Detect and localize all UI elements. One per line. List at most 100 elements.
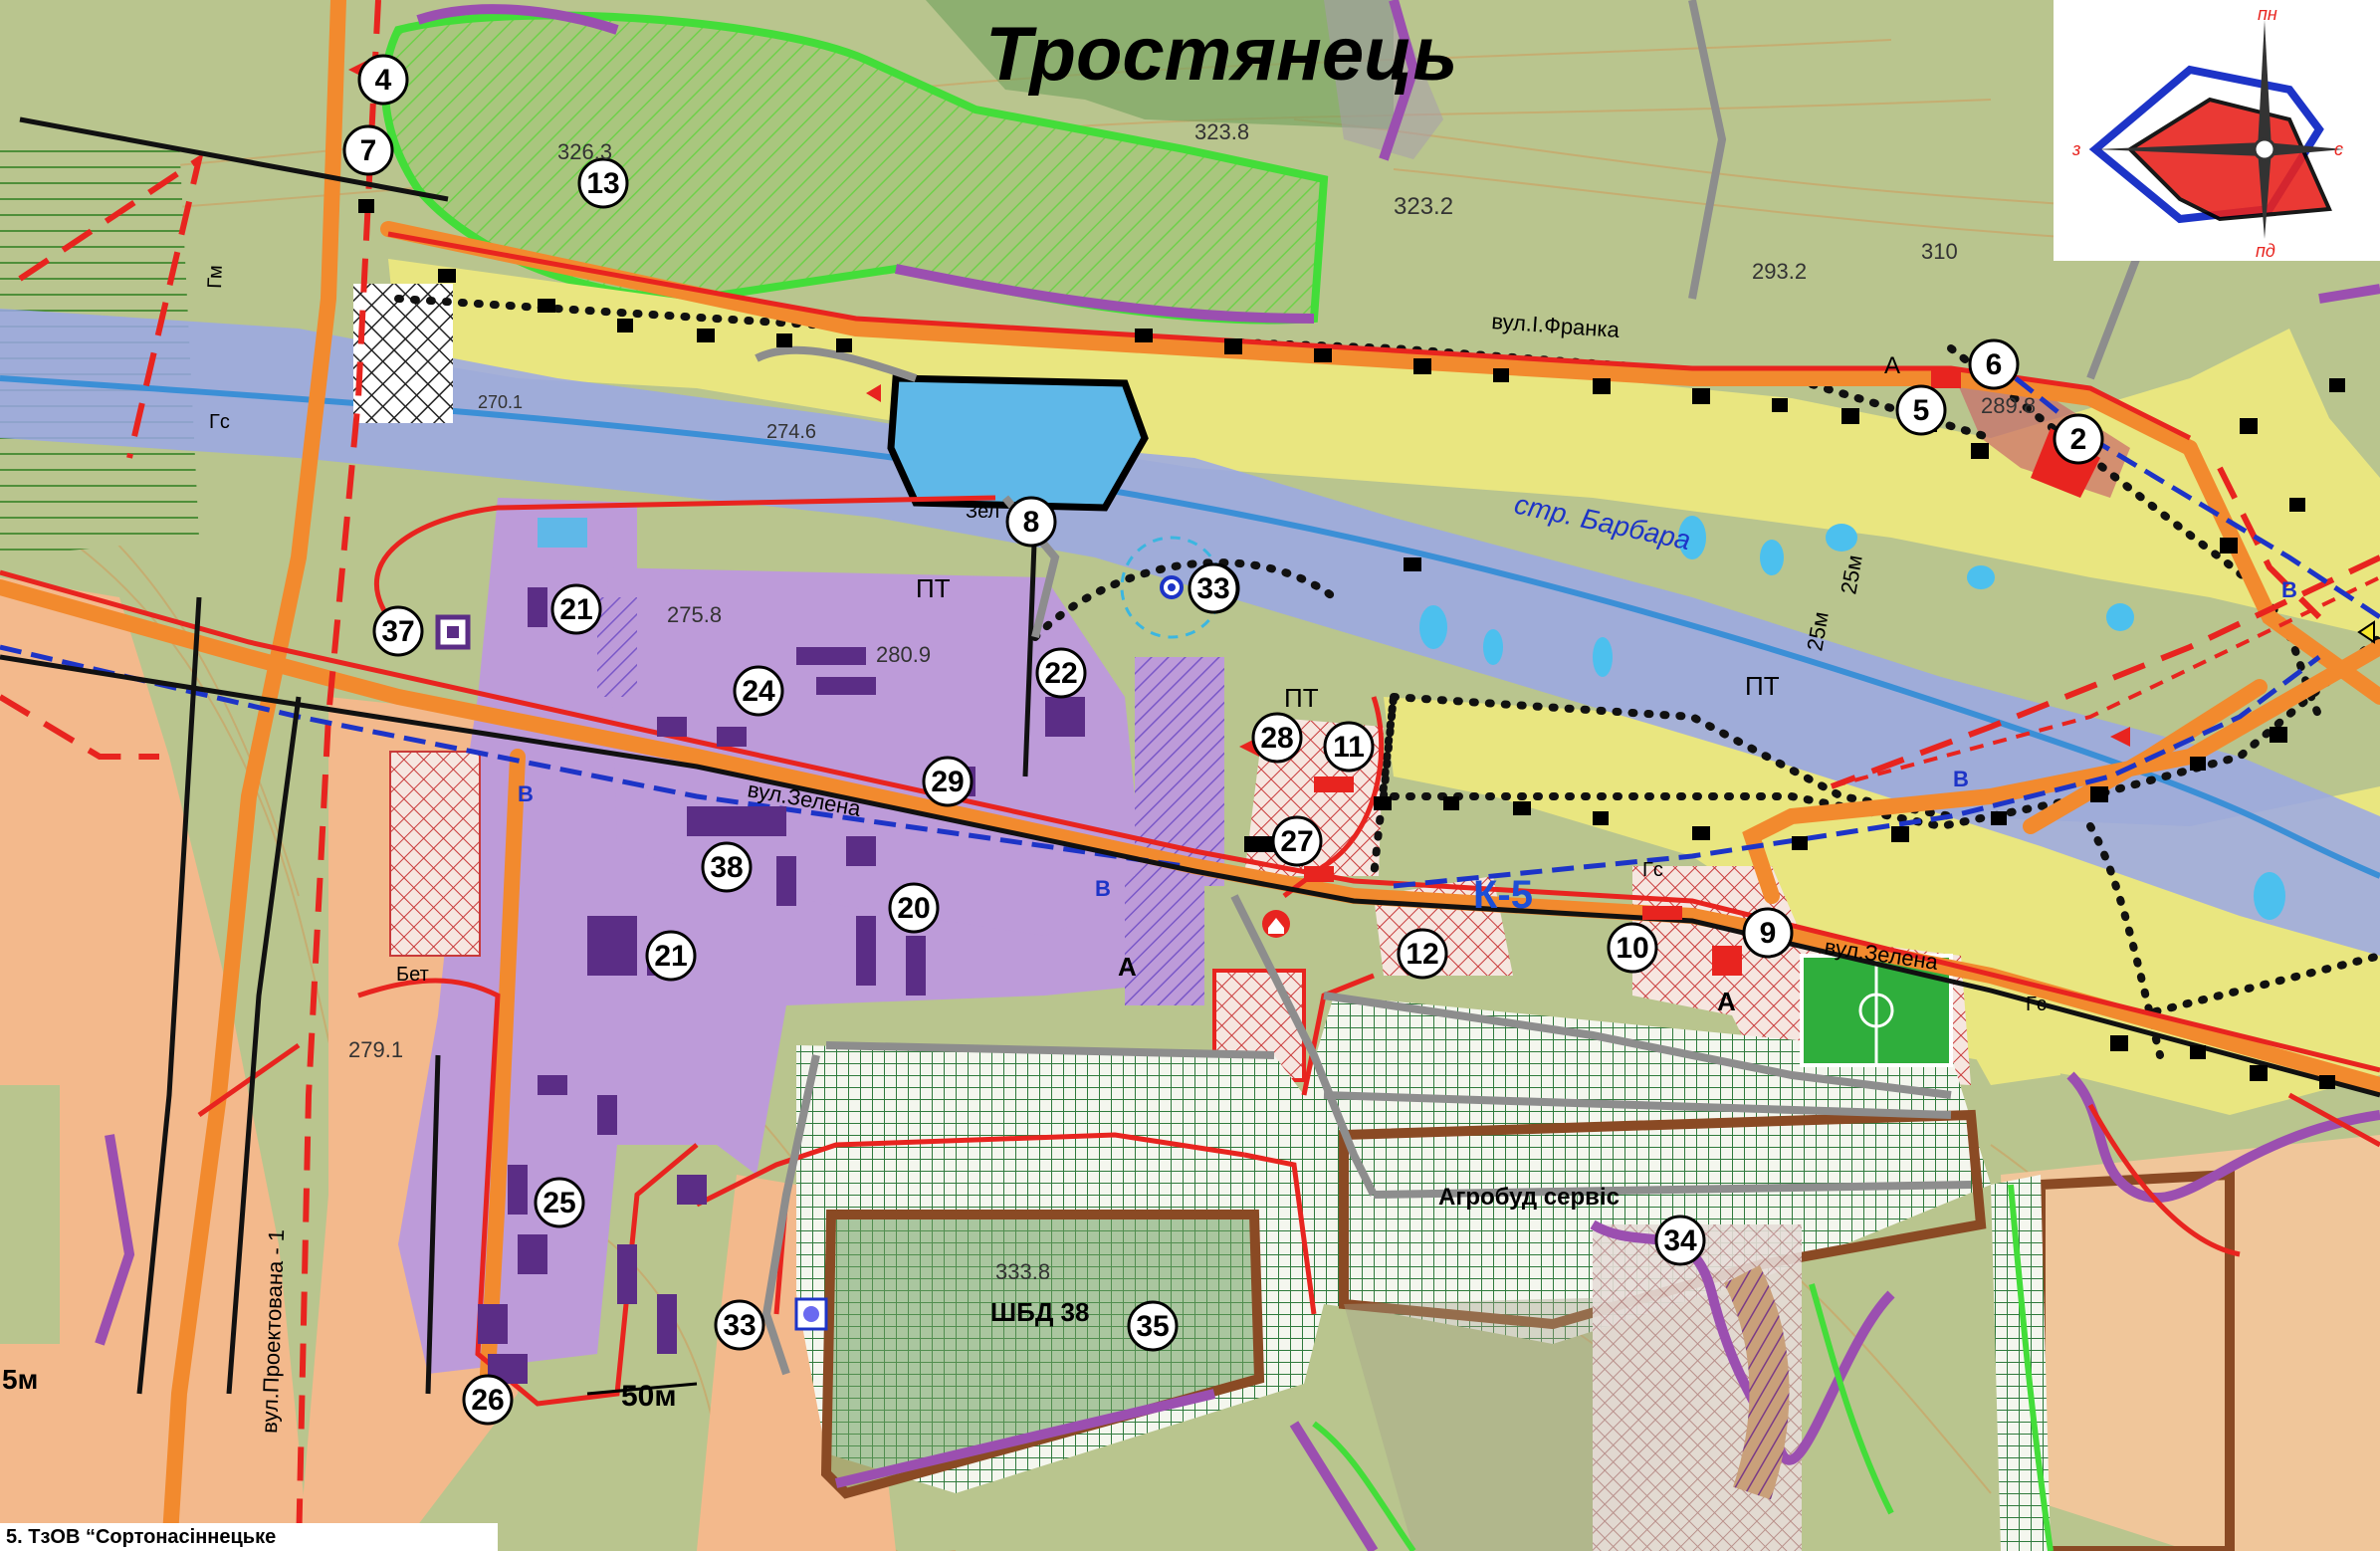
- zone-k5-label: К-5: [1473, 873, 1533, 917]
- crosshatch-red-left: [389, 751, 481, 957]
- zone-a-3: А: [1717, 987, 1736, 1016]
- forest-shbd: [826, 1215, 1259, 1493]
- shbd-label: ШБД 38: [990, 1297, 1089, 1327]
- marker-label: 11: [1333, 731, 1365, 764]
- green-boundaries: [1312, 1184, 2054, 1551]
- marker-label: 34: [1663, 1224, 1697, 1257]
- marker-25: 25: [534, 1177, 585, 1228]
- elevation-1: 323.8: [1194, 119, 1249, 144]
- elevation-11: 310: [1921, 239, 1958, 264]
- zone-gs-3: Гс: [2026, 994, 2047, 1015]
- residential-zone-north: [388, 259, 2380, 637]
- distance-5m: 5м: [2, 1364, 38, 1395]
- pump-station-icon: [435, 614, 471, 650]
- agrobud-label: Агробуд сервіс: [1438, 1184, 1620, 1211]
- marker-37: 37: [372, 605, 424, 657]
- elevation-4: 275.8: [667, 602, 722, 627]
- marker-28: 28: [1251, 712, 1303, 764]
- wind-rose-outer: [2088, 65, 2324, 224]
- zone-v-3: В: [1953, 767, 1969, 791]
- marker-29: 29: [922, 756, 974, 807]
- marker-12: 12: [1397, 928, 1448, 980]
- marker-label: 22: [1044, 657, 1077, 690]
- zone-pt-1: ПТ: [916, 573, 951, 603]
- house-icon: [1262, 910, 1290, 938]
- compass-east: с: [2334, 139, 2343, 159]
- reservoir-21: [538, 518, 587, 548]
- marker-34: 34: [1654, 1215, 1706, 1266]
- marker-label: 25: [542, 1187, 575, 1219]
- wind-rose-inner: [2126, 97, 2332, 222]
- elevation-3: 293.2: [1752, 259, 1807, 284]
- marker-label: 8: [1023, 506, 1040, 539]
- zone-bet: Бет: [396, 964, 429, 986]
- marker-20: 20: [888, 882, 940, 934]
- water-main-lines: [0, 356, 2380, 889]
- marker-7: 7: [342, 124, 394, 176]
- marker-label: 4: [375, 64, 392, 97]
- marker-5: 5: [1895, 384, 1947, 436]
- purple-brown-band: [1723, 1265, 1790, 1500]
- marker-35: 35: [1127, 1300, 1179, 1352]
- marker-label: 21: [654, 940, 687, 973]
- marker-label: 20: [897, 892, 930, 925]
- marker-26: 26: [462, 1374, 514, 1426]
- zone-a-2: А: [1118, 952, 1137, 982]
- marker-label: 35: [1136, 1310, 1169, 1343]
- zone-gs-2: Гс: [1642, 859, 1663, 881]
- marker-33: 33: [714, 1299, 765, 1351]
- village-name-label: Тростянець: [985, 12, 1457, 97]
- marker-8: 8: [1005, 496, 1057, 548]
- black-lines: [0, 116, 2380, 1395]
- marker-label: 24: [742, 675, 775, 708]
- marker-label: 10: [1616, 932, 1648, 965]
- elevation-5: 280.9: [876, 642, 931, 667]
- red-thin-dashed: [1831, 575, 2380, 788]
- marker-label: 38: [710, 851, 743, 884]
- zone-left-strip: [0, 1085, 60, 1344]
- elevation-10: 274.6: [766, 421, 816, 443]
- distance-50m: 50м: [621, 1380, 677, 1413]
- marker-6: 6: [1968, 338, 2020, 390]
- marker-38: 38: [701, 841, 753, 893]
- building-27: [1244, 836, 1274, 852]
- compass-west: з: [2071, 139, 2080, 159]
- yellow-triangle-marker: [2357, 620, 2375, 644]
- marker-label: 12: [1406, 938, 1438, 971]
- elevation-2: 323.2: [1394, 193, 1453, 220]
- industrial-hatched-small: [597, 597, 637, 697]
- marker-21: 21: [550, 583, 602, 635]
- public-buildings-red: [1304, 368, 2100, 976]
- marker-label: 33: [1196, 572, 1229, 605]
- residential-buildings: [358, 199, 2345, 1089]
- marker-label: 21: [559, 593, 592, 626]
- compass-needle-horizontal: [2095, 142, 2344, 156]
- zone-orange-left: [0, 577, 309, 1551]
- marker-label: 7: [360, 134, 377, 167]
- elevation-8: 326.3: [557, 139, 612, 164]
- zone-orange-right: [2001, 1135, 2380, 1551]
- marker-24: 24: [733, 665, 784, 717]
- marker-2: 2: [2053, 413, 2104, 465]
- zone-a-1: А: [1884, 352, 1900, 379]
- stream-buffer-zone: [0, 309, 2380, 956]
- marker-13: 13: [577, 157, 629, 209]
- water-spots: [1419, 516, 2285, 920]
- marker-33: 33: [1188, 562, 1239, 614]
- elevation-7: 333.8: [995, 1259, 1050, 1284]
- marker-22: 22: [1035, 647, 1087, 699]
- zone-pt-2: ПТ: [1284, 683, 1319, 713]
- footer-caption: 5. ТзОВ “Сортонасіннецьке: [0, 1523, 498, 1551]
- marker-label: 33: [723, 1309, 756, 1342]
- well-icon-south: [794, 1297, 828, 1331]
- marker-27: 27: [1271, 815, 1323, 867]
- pitch-center-circle: [1858, 993, 1894, 1028]
- marker-21: 21: [645, 930, 697, 982]
- zone-pt-3: ПТ: [1745, 671, 1780, 701]
- park-hatched-zone: [384, 15, 1324, 321]
- marker-10: 10: [1607, 922, 1658, 974]
- zone-gm: Гм: [204, 265, 227, 289]
